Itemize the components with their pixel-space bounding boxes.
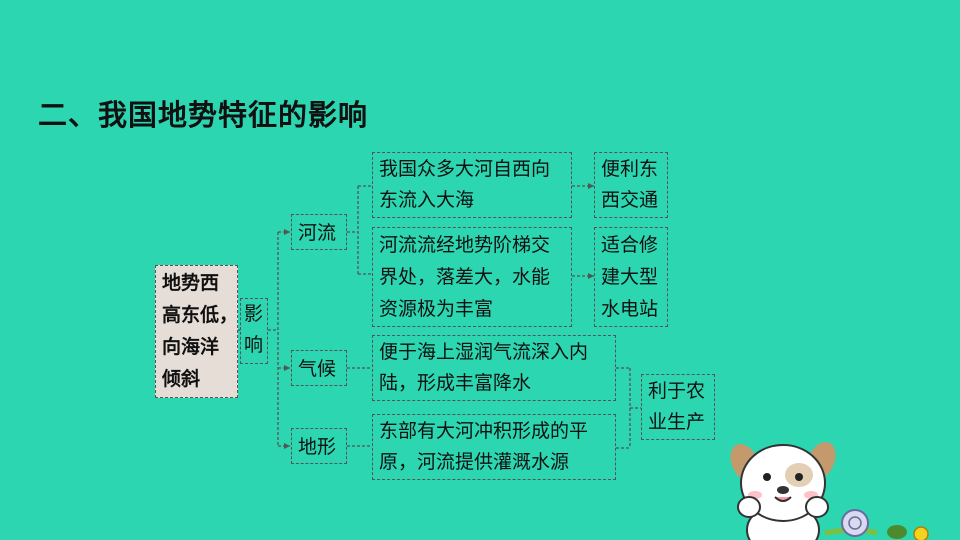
dog-paw bbox=[805, 496, 829, 518]
result-agriculture: 利于农 业生产 bbox=[641, 374, 715, 440]
detail-line: 我国众多大河自西向 bbox=[379, 158, 551, 180]
result-line: 建大型 bbox=[601, 266, 659, 288]
result-line: 适合修 bbox=[601, 234, 659, 256]
detail-terrain: 东部有大河冲积形成的平 原，河流提供灌溉水源 bbox=[372, 414, 616, 480]
detail-line: 资源极为丰富 bbox=[379, 298, 494, 320]
detail-climate: 便于海上湿润气流深入内 陆，形成丰富降水 bbox=[372, 335, 616, 401]
page-title: 二、我国地势特征的影响 bbox=[38, 98, 369, 132]
detail-line: 便于海上湿润气流深入内 bbox=[379, 341, 589, 363]
result-line: 利于农 bbox=[648, 380, 706, 402]
root-line: 地势西 bbox=[162, 272, 220, 294]
root-line: 倾斜 bbox=[162, 368, 201, 390]
detail-line: 界处，落差大，水能 bbox=[379, 266, 551, 288]
bush-decoration bbox=[887, 525, 907, 539]
dog-paw bbox=[737, 496, 761, 518]
result-line: 西交通 bbox=[601, 189, 659, 211]
influence-box: 影 响 bbox=[240, 298, 268, 364]
result-line: 水电站 bbox=[601, 298, 659, 320]
dog-nose bbox=[777, 486, 789, 494]
root-box: 地势西 高东低， 向海洋 倾斜 bbox=[155, 265, 238, 398]
result-line: 便利东 bbox=[601, 158, 659, 180]
dog-mouth bbox=[774, 496, 792, 502]
result-transport: 便利东 西交通 bbox=[594, 152, 668, 218]
detail-line: 河流流经地势阶梯交 bbox=[379, 234, 551, 256]
root-line: 向海洋 bbox=[162, 336, 220, 358]
branch-terrain: 地形 bbox=[291, 428, 347, 464]
snail-shell bbox=[841, 509, 869, 537]
dog-mascot-illustration bbox=[730, 442, 929, 540]
dog-eye bbox=[763, 473, 771, 481]
detail-line: 东部有大河冲积形成的平 bbox=[379, 420, 589, 442]
influence-line: 影 bbox=[244, 303, 264, 325]
influence-line: 响 bbox=[244, 334, 264, 356]
root-line: 高东低， bbox=[162, 304, 239, 326]
detail-river-2: 河流流经地势阶梯交 界处，落差大，水能 资源极为丰富 bbox=[372, 227, 572, 327]
detail-line: 陆，形成丰富降水 bbox=[379, 372, 532, 394]
flower-decoration bbox=[913, 526, 929, 540]
detail-river-1: 我国众多大河自西向 东流入大海 bbox=[372, 152, 572, 218]
detail-line: 原，河流提供灌溉水源 bbox=[379, 451, 570, 473]
branch-climate: 气候 bbox=[291, 350, 347, 386]
branch-river: 河流 bbox=[291, 214, 347, 250]
detail-line: 东流入大海 bbox=[379, 189, 475, 211]
dog-eye bbox=[795, 473, 803, 481]
result-hydropower: 适合修 建大型 水电站 bbox=[594, 227, 668, 327]
snail-shell-spiral bbox=[848, 516, 862, 530]
result-line: 业生产 bbox=[648, 411, 706, 433]
